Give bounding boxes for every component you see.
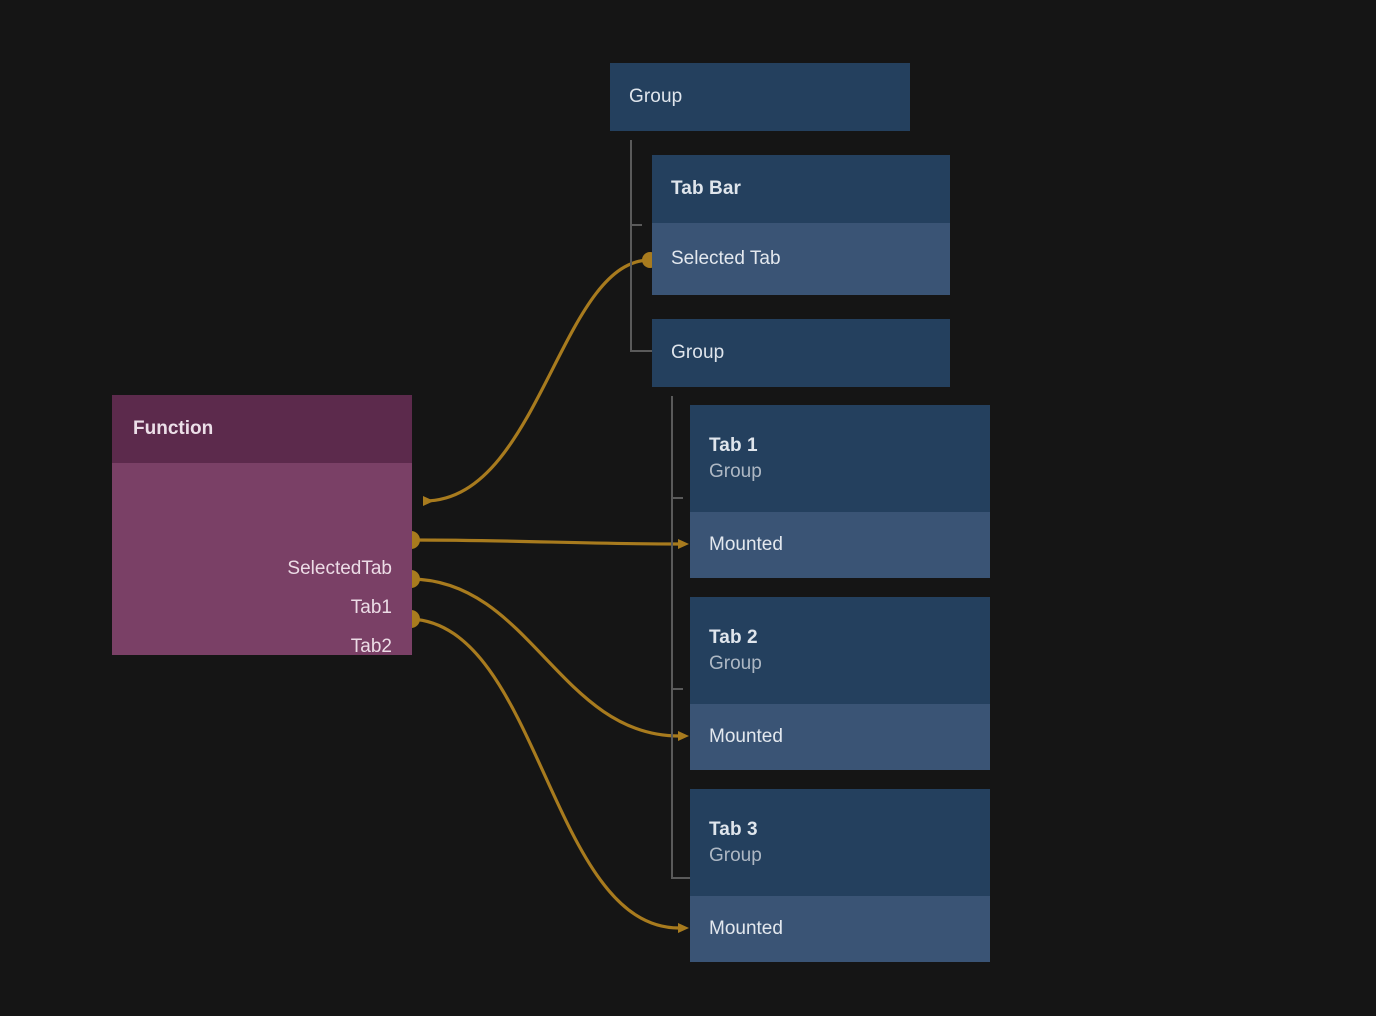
node-tab-bar-row-selected-tab[interactable]: Selected Tab: [652, 223, 950, 295]
port-tab1-label: Tab1: [350, 597, 392, 618]
node-tab-2-header[interactable]: Tab 2 Group: [690, 597, 990, 704]
node-tab-1-header[interactable]: Tab 1 Group: [690, 405, 990, 512]
node-tab-1-title: Tab 1: [709, 434, 758, 456]
node-tab-3-row-mounted[interactable]: Mounted: [690, 896, 990, 962]
wire-selected-tab: [422, 252, 658, 507]
node-tab-2[interactable]: Tab 2 Group Mounted: [690, 597, 990, 770]
tree-line-group2-to-tab3: [671, 877, 691, 879]
node-group-root-header[interactable]: Group: [610, 63, 910, 131]
node-tab-1-row-mounted[interactable]: Mounted: [690, 512, 990, 578]
tree-line-group2-vertical: [671, 396, 673, 878]
wire-tab2-mounted: [402, 570, 689, 741]
node-tab-bar-row-label: Selected Tab: [671, 248, 781, 269]
port-tab2-label: Tab2: [350, 636, 392, 655]
node-group-root-title: Group: [629, 86, 683, 108]
wire-tab3-mounted: [402, 610, 689, 933]
node-group-tabs-title: Group: [671, 342, 725, 364]
node-group-tabs-header[interactable]: Group: [652, 319, 950, 387]
port-selectedtab-label: SelectedTab: [287, 558, 392, 579]
tree-line-root-to-tabbar: [630, 224, 642, 226]
node-function-header[interactable]: Function: [112, 395, 412, 463]
node-tab-bar[interactable]: Tab Bar Selected Tab: [652, 155, 950, 295]
node-tab-1-subtitle: Group: [709, 460, 762, 482]
node-tab-bar-header[interactable]: Tab Bar: [652, 155, 950, 223]
node-tab-3[interactable]: Tab 3 Group Mounted: [690, 789, 990, 962]
node-tab-2-row-label: Mounted: [709, 726, 783, 747]
tree-line-group2-to-tab1: [671, 497, 683, 499]
node-tab-1[interactable]: Tab 1 Group Mounted: [690, 405, 990, 578]
port-tab1[interactable]: Tab1: [351, 597, 392, 619]
node-tab-3-title: Tab 3: [709, 818, 758, 840]
tree-line-root-vertical: [630, 140, 632, 352]
port-tab2[interactable]: Tab2: [351, 636, 392, 655]
node-tab-2-subtitle: Group: [709, 652, 762, 674]
node-group-tabs[interactable]: Group: [652, 319, 950, 387]
node-tab-2-row-mounted[interactable]: Mounted: [690, 704, 990, 770]
node-function-title: Function: [133, 418, 214, 439]
port-selectedtab[interactable]: SelectedTab: [287, 558, 392, 580]
node-tab-bar-title: Tab Bar: [671, 178, 742, 200]
tree-line-group2-to-tab2: [671, 688, 683, 690]
node-tab-3-subtitle: Group: [709, 844, 762, 866]
node-tab-3-header[interactable]: Tab 3 Group: [690, 789, 990, 896]
wire-tab1-mounted: [402, 531, 689, 549]
node-tab-1-row-label: Mounted: [709, 534, 783, 555]
node-tab-3-row-label: Mounted: [709, 918, 783, 939]
tree-line-root-to-group2: [630, 350, 652, 352]
node-group-root[interactable]: Group: [610, 63, 910, 131]
node-tab-2-title: Tab 2: [709, 626, 758, 648]
